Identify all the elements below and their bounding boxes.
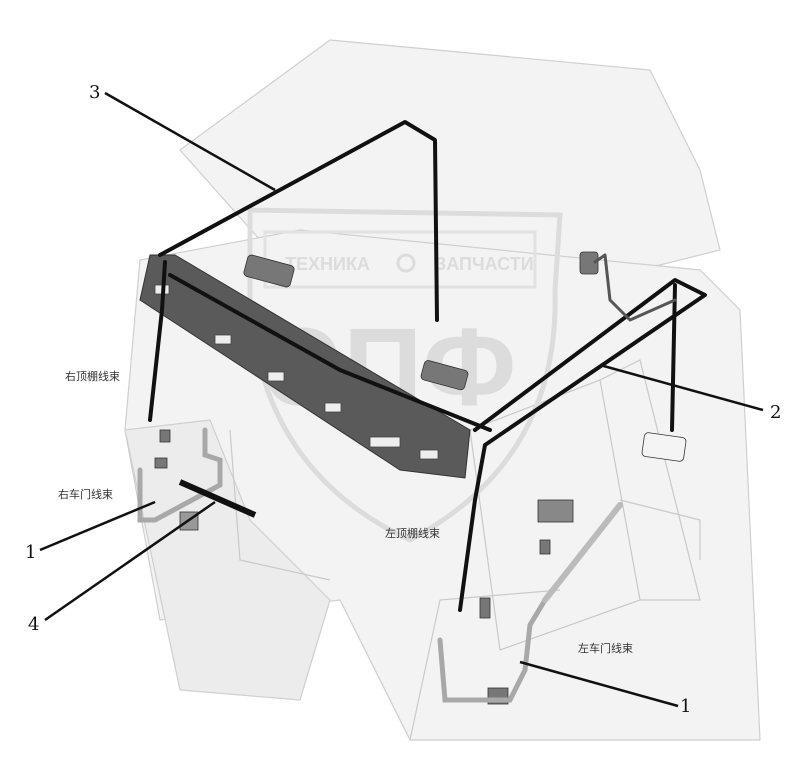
roof-harness <box>148 120 707 612</box>
harness-segment-4 <box>178 479 257 518</box>
dome-lamp-center <box>420 360 469 391</box>
callout-3: 3 <box>89 82 100 103</box>
watermark-gear-icon <box>396 253 416 273</box>
roof-harness-main-run <box>158 120 439 322</box>
callout-1-left: 1 <box>25 542 36 563</box>
wiper-arm <box>542 502 623 603</box>
cab-right-side <box>124 419 331 701</box>
roof-harness-right-drop <box>148 260 167 422</box>
mirror-motor <box>579 251 599 275</box>
components <box>154 251 687 705</box>
left-door-harness-shape <box>437 597 548 703</box>
leader-2 <box>599 363 764 412</box>
door-harness-shapes <box>137 427 623 703</box>
leader-1-left <box>39 500 156 552</box>
speaker-box <box>537 499 574 523</box>
leader-4 <box>44 500 216 622</box>
callout-2: 2 <box>770 402 781 423</box>
right-door-harness-shape <box>137 427 223 523</box>
mirror-harness <box>593 253 677 322</box>
label-left-roof-harness: 左顶棚线束 <box>385 526 440 540</box>
dome-lamp-right <box>243 254 295 288</box>
connector-f <box>479 597 491 619</box>
connector-a <box>159 429 171 443</box>
label-left-door-harness: 左车门线束 <box>578 641 633 655</box>
roof-harness-left-run <box>458 278 707 612</box>
label-right-roof-harness: 右顶棚线束 <box>65 369 120 383</box>
leader-1-right <box>519 660 679 708</box>
roof-harness-front-run <box>168 273 492 432</box>
callout-4: 4 <box>28 614 39 635</box>
callout-leaders <box>39 91 764 708</box>
connector-e <box>539 539 551 555</box>
label-right-door-harness: 右车门线束 <box>58 487 113 501</box>
connector-b <box>154 457 168 469</box>
watermark-shield <box>247 207 563 543</box>
watermark-text-right: ЗАПЧАСТИ <box>435 254 534 274</box>
roof-harness-lamp-drop <box>670 283 677 432</box>
overhead-console-panel <box>139 254 471 479</box>
reading-lamp-left <box>641 432 687 462</box>
leader-3 <box>104 91 276 192</box>
callout-1-right: 1 <box>680 696 691 717</box>
watermark-text-left: ТЕХНИКА <box>285 254 370 274</box>
